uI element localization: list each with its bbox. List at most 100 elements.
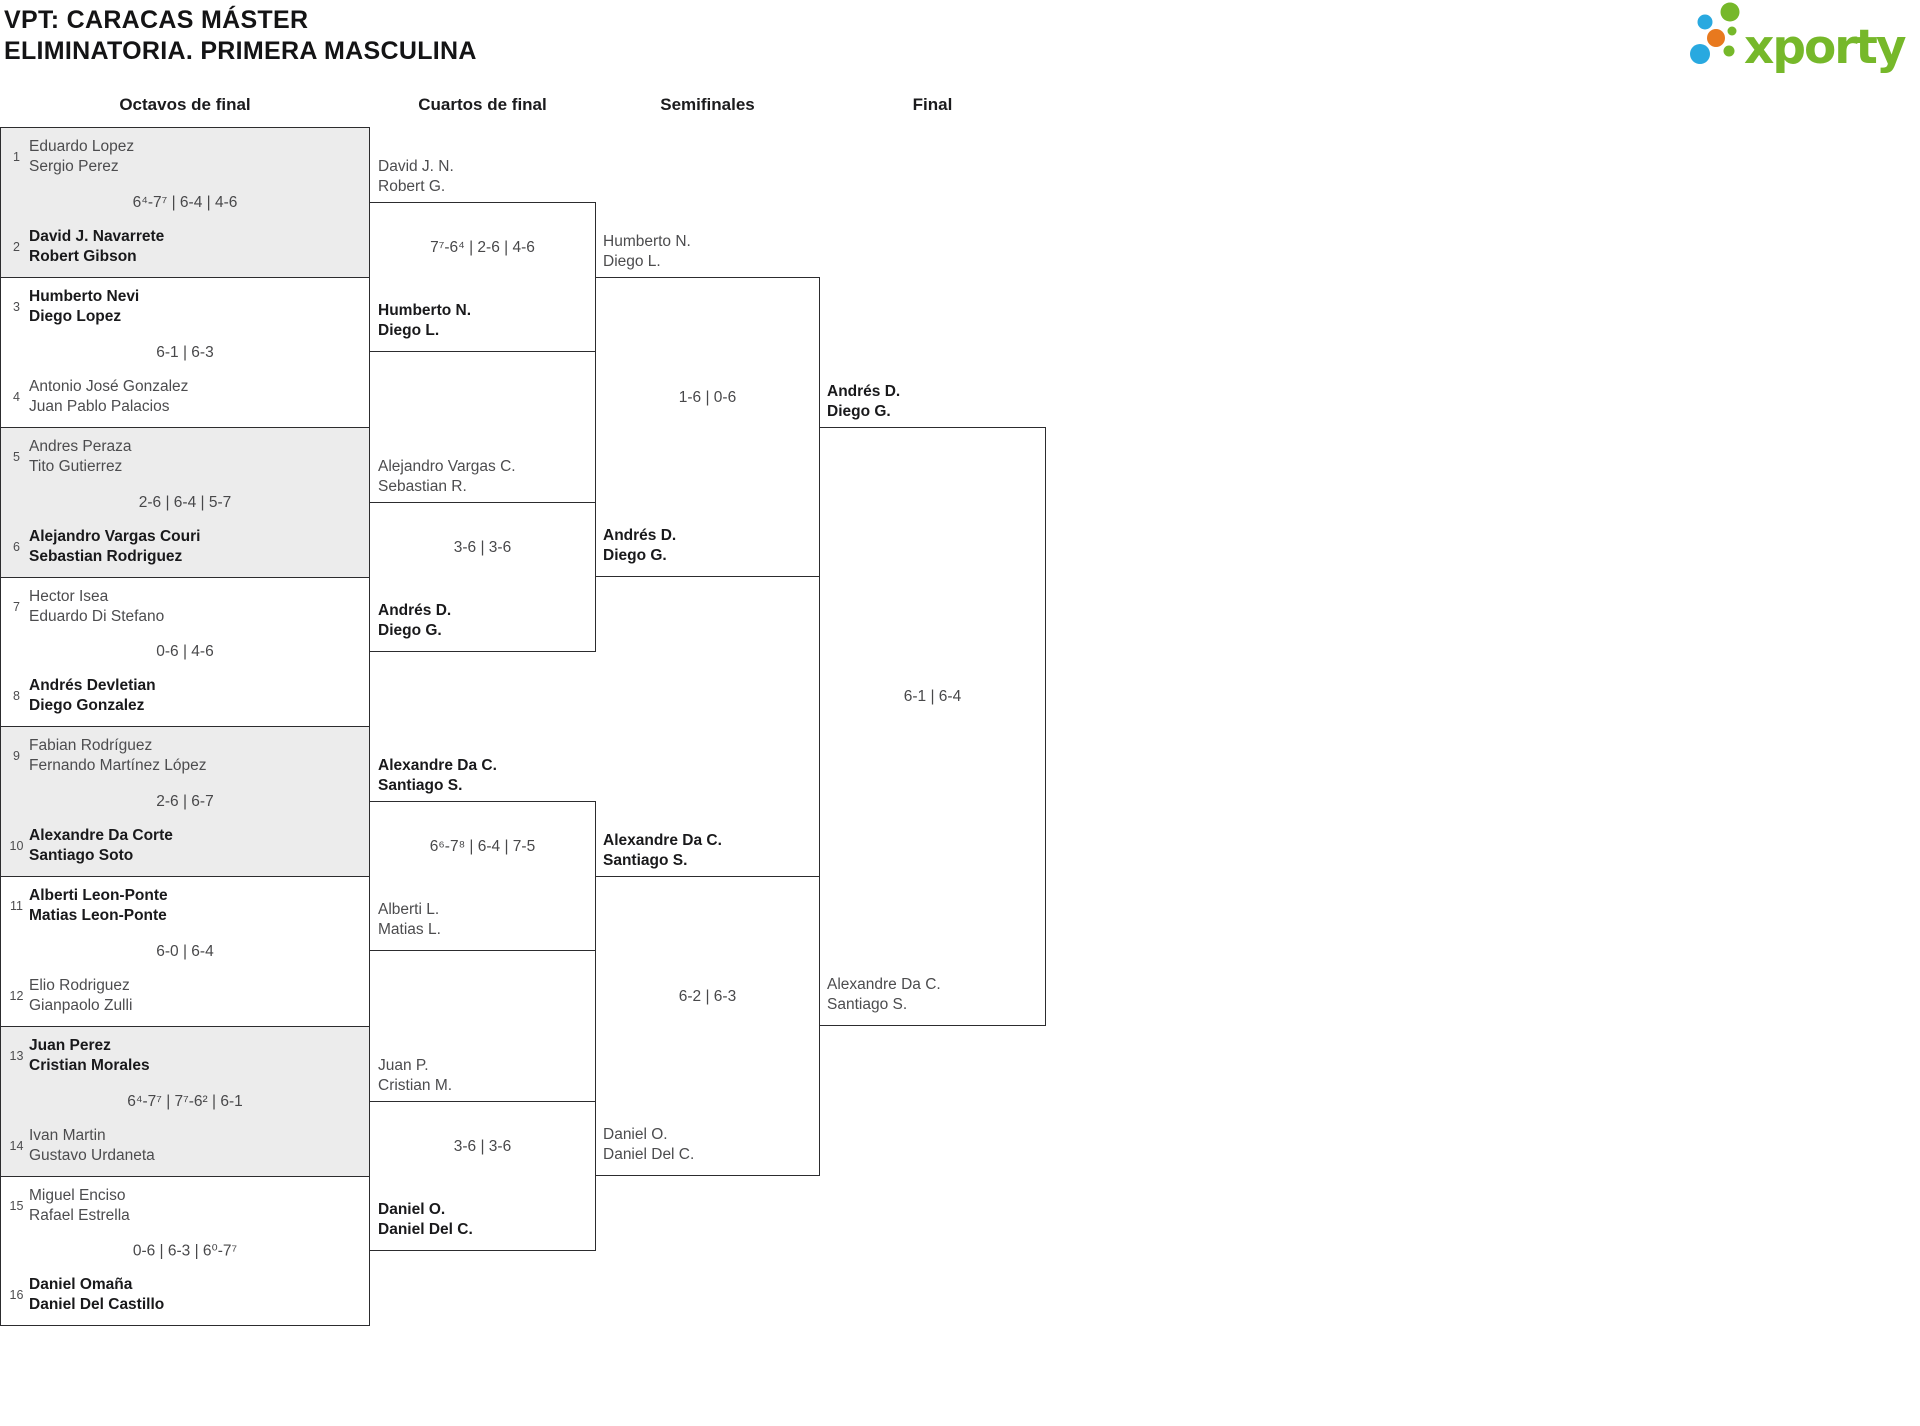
seed-label: 6 bbox=[13, 539, 20, 554]
team-names: Alexandre Da C.Santiago S. bbox=[603, 832, 722, 869]
match-score: 6⁴-7⁷ | 7⁷-6² | 6-1 bbox=[127, 1092, 243, 1110]
seed-label: 7 bbox=[13, 599, 20, 614]
team-names: Alejandro Vargas C.Sebastian R. bbox=[378, 458, 516, 495]
seed-label: 15 bbox=[9, 1198, 24, 1213]
team-names: Daniel O.Daniel Del C. bbox=[378, 1201, 473, 1238]
team-names: David J. N.Robert G. bbox=[378, 158, 454, 195]
logo-dot-green-large bbox=[1720, 2, 1740, 22]
xporty-logo[interactable]: xporty bbox=[1688, 0, 1920, 78]
match-score: 3-6 | 3-6 bbox=[453, 539, 512, 556]
logo-dot-green-small bbox=[1723, 45, 1735, 57]
round-header-cuartos: Cuartos de final bbox=[418, 95, 547, 114]
round-header-semifinales: Semifinales bbox=[660, 95, 755, 114]
xporty-logo-dots bbox=[1690, 2, 1740, 64]
qf-match-box[interactable] bbox=[369, 502, 596, 652]
sf-match-box[interactable] bbox=[595, 876, 820, 1176]
team-names: Humberto N.Diego L. bbox=[378, 302, 471, 339]
team-names: Andrés D.Diego G. bbox=[378, 602, 452, 639]
seed-label: 5 bbox=[13, 449, 20, 464]
match-score: 7⁷-6⁴ | 2-6 | 4-6 bbox=[430, 239, 535, 256]
seed-label: 8 bbox=[13, 688, 20, 703]
seed-label: 11 bbox=[10, 898, 23, 913]
round-header-final: Final bbox=[912, 95, 953, 114]
tournament-title-block: VPT: CARACAS MÁSTER ELIMINATORIA. PRIMER… bbox=[4, 5, 477, 67]
seed-label: 9 bbox=[13, 748, 20, 763]
team-names: Alexandre Da C.Santiago S. bbox=[378, 757, 497, 794]
logo-dot-blue-small bbox=[1697, 14, 1713, 30]
seed-label: 10 bbox=[9, 838, 24, 853]
logo-dot-orange bbox=[1707, 29, 1725, 47]
tournament-subtitle: ELIMINATORIA. PRIMERA MASCULINA bbox=[4, 37, 477, 65]
team-names: Alexandre Da C.Santiago S. bbox=[827, 976, 941, 1013]
logo-dot-green-tiny bbox=[1727, 26, 1737, 36]
xporty-logo-text: xporty bbox=[1744, 20, 1906, 75]
qf-match-box[interactable] bbox=[369, 1101, 596, 1251]
match-score: 6-0 | 6-4 bbox=[156, 942, 214, 960]
match-score: 6⁶-7⁸ | 6-4 | 7-5 bbox=[429, 838, 536, 855]
seed-label: 13 bbox=[9, 1048, 24, 1063]
round-header-octavos: Octavos de final bbox=[119, 95, 251, 114]
seed-label: 1 bbox=[13, 149, 20, 164]
team-names: Andrés D.Diego G. bbox=[603, 527, 677, 564]
match-score: 0-6 | 6-3 | 6⁰-7⁷ bbox=[132, 1242, 238, 1260]
team-names: Andrés D.Diego G. bbox=[827, 383, 901, 420]
team-names: Daniel O.Daniel Del C. bbox=[603, 1126, 695, 1163]
match-score: 6-2 | 6-3 bbox=[678, 988, 737, 1005]
match-score: 2-6 | 6-4 | 5-7 bbox=[138, 493, 232, 511]
seed-label: 14 bbox=[9, 1138, 24, 1153]
match-score: 3-6 | 3-6 bbox=[453, 1138, 512, 1155]
match-score: 6-1 | 6-4 bbox=[903, 688, 962, 705]
seed-label: 4 bbox=[13, 389, 20, 404]
match-score: 0-6 | 4-6 bbox=[156, 643, 214, 660]
match-score: 1-6 | 0-6 bbox=[678, 389, 737, 406]
seed-label: 12 bbox=[9, 988, 24, 1003]
team-names: Humberto N.Diego L. bbox=[603, 233, 691, 270]
seed-label: 2 bbox=[13, 239, 20, 254]
match-score: 2-6 | 6-7 bbox=[156, 792, 214, 810]
logo-dot-blue-large bbox=[1690, 44, 1710, 64]
final-match-box[interactable] bbox=[819, 427, 1046, 1026]
tournament-title: VPT: CARACAS MÁSTER bbox=[4, 6, 309, 34]
